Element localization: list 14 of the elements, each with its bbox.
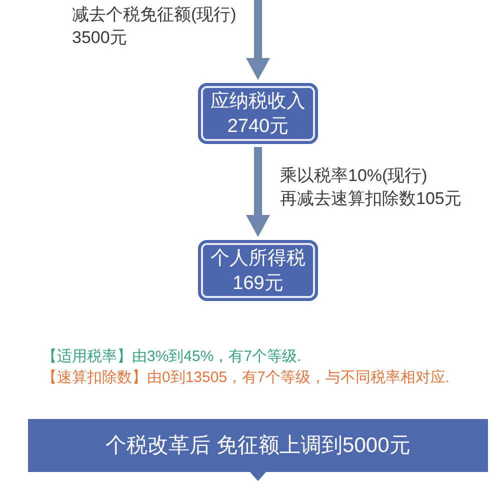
note-text: 【速算扣除数】由0到13505，有7个等级，与不同税率相对应. xyxy=(42,368,450,388)
process-box xyxy=(198,240,318,301)
callout-banner xyxy=(28,419,488,481)
process-box xyxy=(198,83,318,144)
amount-value: 169元 xyxy=(232,272,284,296)
step-title: 个人所得税 xyxy=(210,246,306,270)
edge-label: 乘以税率10%(现行) 再减去速算扣除数105元 xyxy=(280,165,462,210)
edge-label: 减去个税免征额(现行) 3500元 xyxy=(72,4,238,49)
amount-value: 2740元 xyxy=(227,114,289,138)
banner-text: 个税改革后 免征额上调到5000元 xyxy=(106,432,410,458)
note-text: 【适用税率】由3%到45%，有7个等级. xyxy=(42,347,302,367)
arrow xyxy=(246,147,270,237)
arrow xyxy=(246,0,270,80)
step-title: 应纳税收入 xyxy=(210,90,306,114)
